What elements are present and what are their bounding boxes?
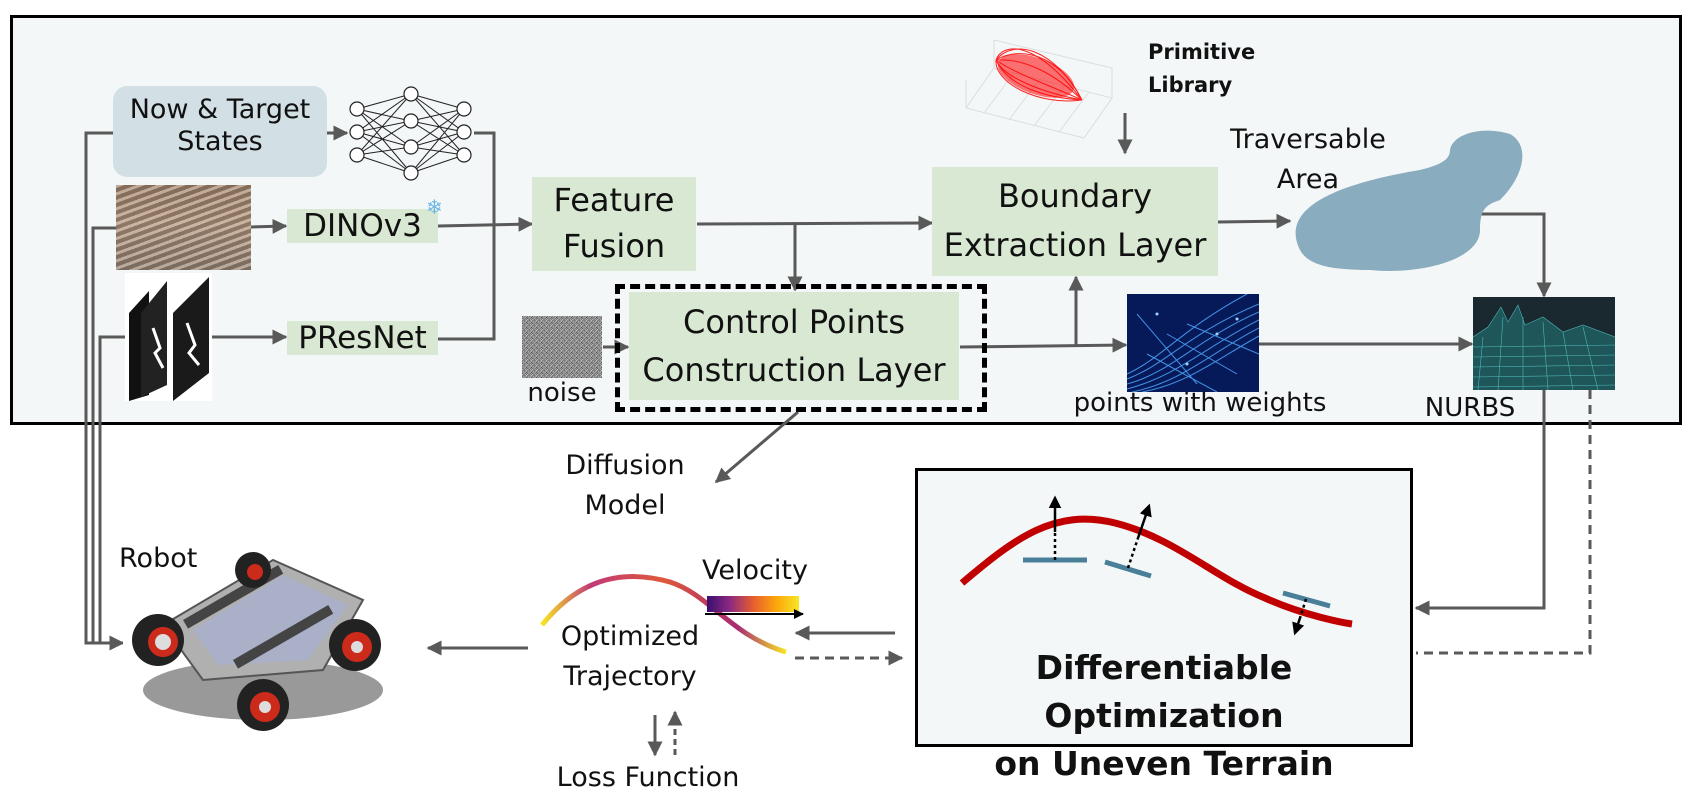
diffusion-model-label: Diffusion Model [565, 450, 685, 521]
boundary-to-area-arrow [1217, 213, 1292, 229]
optimization-title: Differentiable Optimization on Uneven Te… [994, 648, 1334, 783]
presnet-encoder-label: PResNet [287, 321, 438, 355]
points-with-weights-label: points with weights [1073, 388, 1327, 418]
traversable-area-shape [1295, 130, 1523, 271]
control-points-block: Control Points Construction Layer [629, 292, 959, 400]
optimization-box [915, 468, 1413, 747]
boundary-extraction-block: Boundary Extraction Layer [932, 167, 1218, 276]
control-to-points-arrow [959, 337, 1128, 353]
area-to-nurbs-arrow [1480, 212, 1552, 298]
dino-to-fusion-arrow [437, 216, 534, 232]
velocity-axis-arrow [705, 609, 804, 619]
velocity-colorbar [707, 596, 799, 612]
optimized-trajectory-label: Optimized Trajectory [560, 621, 700, 692]
velocity-label: Velocity [702, 555, 808, 586]
primitive-library-label: Primitive Library [1148, 40, 1256, 97]
control-to-diffusion-arrow [714, 410, 799, 484]
points-with-weights-image [1127, 294, 1259, 392]
image-to-robot-line [91, 226, 116, 643]
snowflake-frozen-icon: ❄ [426, 195, 443, 219]
normal-arrow-2 [1136, 503, 1152, 539]
tangent-plane-2 [1104, 559, 1152, 579]
neural-network-icon [349, 86, 472, 181]
optimized-trajectory-curve [540, 574, 787, 655]
states-box: Now & Target States [113, 86, 327, 177]
opt-to-nurbs-dashed-line [1416, 390, 1592, 655]
nn-merge-line [438, 131, 496, 341]
dino-encoder-label: DINOv3 [287, 209, 438, 243]
robot-label: Robot [119, 543, 198, 574]
noise-image [522, 316, 602, 378]
diffusion-dashed-outline [615, 284, 987, 412]
loss-function-label: Loss Function [556, 762, 740, 793]
nurbs-to-opt-arrow [1414, 390, 1546, 616]
nurbs-label: NURBS [1424, 393, 1516, 423]
states-to-robot-line [84, 131, 125, 651]
terrain-image [116, 185, 251, 270]
normal-arrow-3 [1292, 617, 1305, 636]
nurbs-terrain-image [1473, 297, 1615, 390]
robot-image [123, 550, 393, 732]
terrain-profile-curve [959, 515, 1353, 628]
terrain-normal-illustration [959, 495, 1353, 636]
image-to-dino-arrow [250, 218, 288, 234]
primitive-library-plot [965, 39, 1113, 139]
feature-fusion-block: Feature Fusion [532, 177, 696, 271]
fusion-to-boundary-arrow [696, 215, 934, 231]
noise-label: noise [527, 378, 597, 408]
traversable-area-label: Traversable Area [1230, 124, 1386, 195]
lidar-scan-image [125, 273, 212, 401]
lidar-to-robot-line [98, 335, 126, 643]
